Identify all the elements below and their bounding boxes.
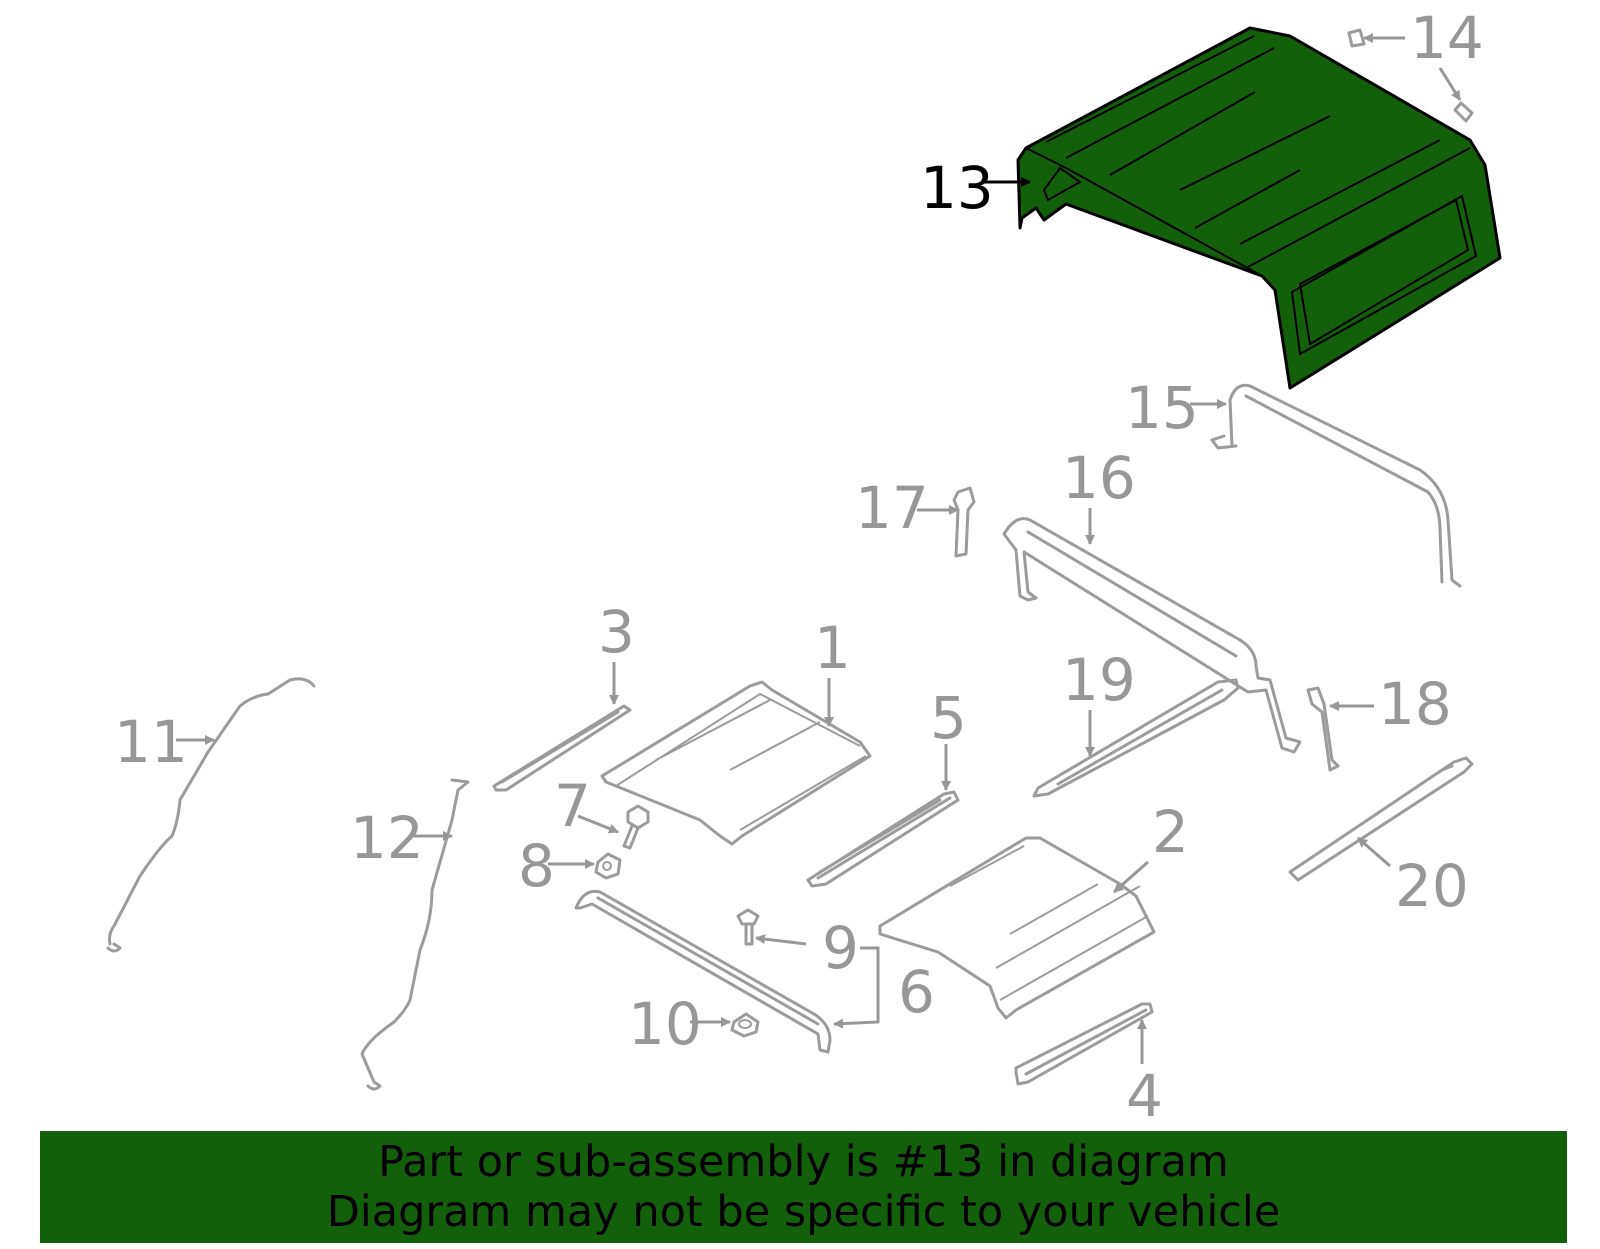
part-14-decal <box>1347 28 1474 123</box>
callout-2: 2 <box>1152 798 1189 866</box>
part-20-strip <box>1288 756 1474 882</box>
part-7-bolt <box>622 804 650 850</box>
callout-14: 14 <box>1410 4 1484 72</box>
callout-19: 19 <box>1062 646 1136 714</box>
part-8-nut <box>594 852 622 880</box>
callout-6: 6 <box>898 958 935 1026</box>
part-16-rail <box>1002 517 1302 754</box>
banner-line-1: Part or sub-assembly is #13 in diagram <box>378 1137 1229 1187</box>
callout-10: 10 <box>628 990 702 1058</box>
part-9-screw <box>736 908 760 946</box>
callout-3: 3 <box>598 598 635 666</box>
callout-7: 7 <box>554 772 591 840</box>
callout-12: 12 <box>350 804 424 872</box>
part-12-seal <box>360 778 470 1091</box>
banner-line-2: Diagram may not be specific to your vehi… <box>326 1187 1281 1237</box>
callout-13: 13 <box>920 154 994 222</box>
callout-1: 1 <box>814 614 851 682</box>
part-18-bracket <box>1306 686 1340 772</box>
callout-18: 18 <box>1378 670 1452 738</box>
callout-17: 17 <box>855 474 929 542</box>
part-6-rail <box>574 889 832 1054</box>
part-4-strip <box>1014 1002 1154 1086</box>
hard-top-part-13[interactable] <box>1016 26 1502 390</box>
part-19-strip <box>1032 678 1240 798</box>
part-2-panel <box>878 836 1156 1020</box>
callout-11: 11 <box>114 708 188 776</box>
part-5-strip <box>806 790 960 888</box>
callout-4: 4 <box>1126 1062 1163 1130</box>
callout-20: 20 <box>1395 852 1469 920</box>
part-17-bracket <box>952 486 976 558</box>
info-banner: Part or sub-assembly is #13 in diagram D… <box>40 1131 1567 1243</box>
part-10-nut <box>730 1012 760 1038</box>
callout-16: 16 <box>1062 444 1136 512</box>
callout-15: 15 <box>1125 374 1199 442</box>
part-11-seal <box>106 677 316 953</box>
callout-9: 9 <box>822 914 859 982</box>
part-1-panel <box>600 680 872 846</box>
callout-5: 5 <box>930 684 967 752</box>
callout-8: 8 <box>518 832 555 900</box>
part-15-seal <box>1210 383 1462 588</box>
part-3-strip <box>492 704 632 792</box>
